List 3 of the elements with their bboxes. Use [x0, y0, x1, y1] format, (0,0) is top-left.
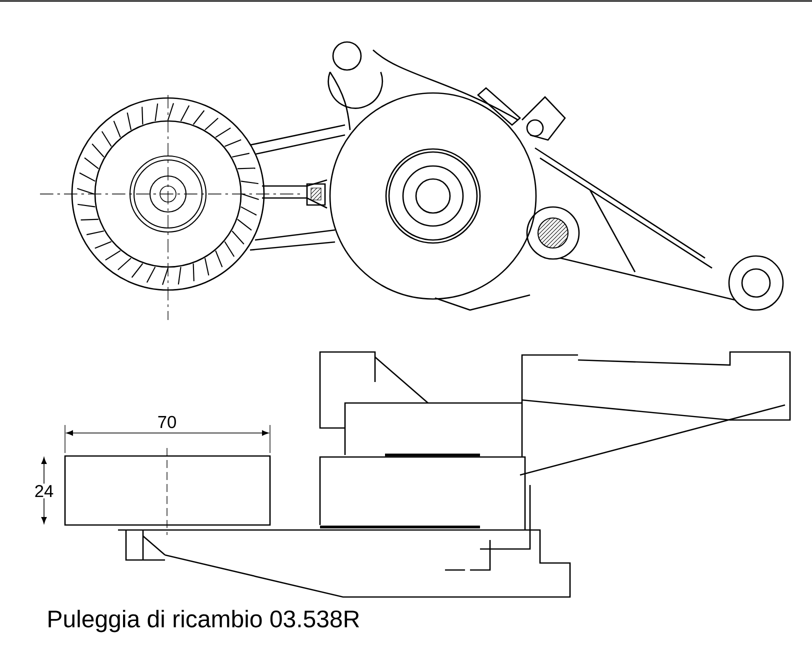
- caption: Puleggia di ricambio 03.538R: [48, 610, 360, 632]
- dimension-label: 70: [158, 416, 176, 428]
- dimension-label: 24: [33, 484, 55, 498]
